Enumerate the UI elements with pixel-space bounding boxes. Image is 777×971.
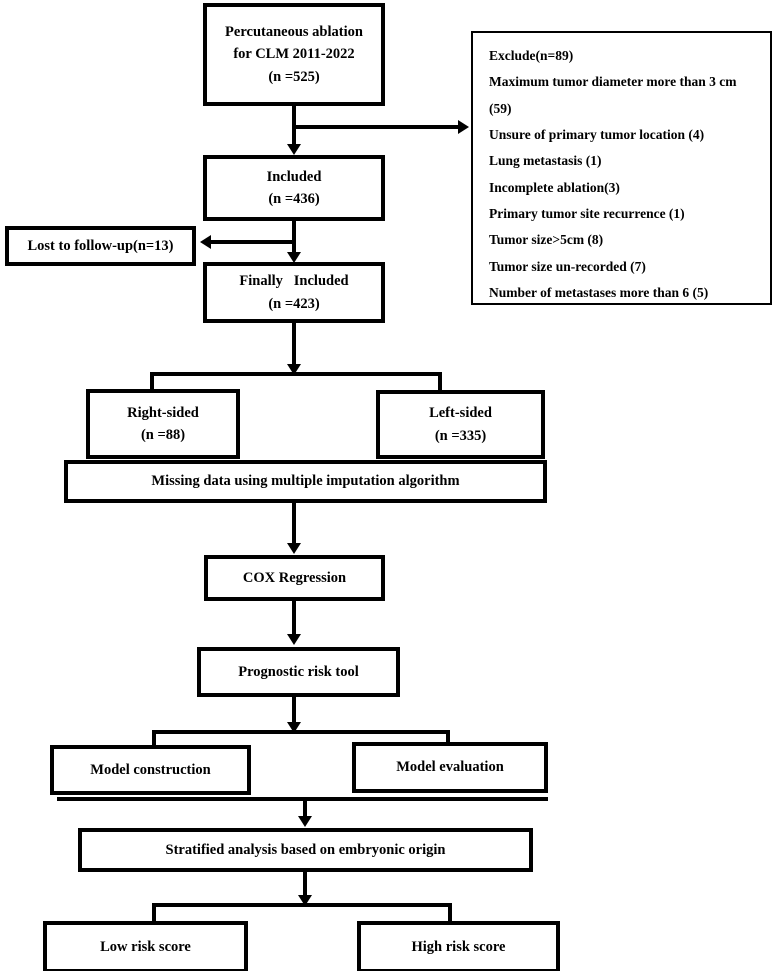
- node-source-cohort-line3: (n =525): [268, 68, 320, 85]
- node-included: Included (n =436): [203, 155, 385, 221]
- arrowhead-source-to-exclusion: [458, 120, 469, 134]
- node-source-cohort-line1: Percutaneous ablation: [225, 23, 363, 40]
- exclusion-line-10: Number of metastases more than 6 (5): [489, 284, 709, 300]
- connector-source-to-exclusion: [292, 125, 460, 129]
- node-cox-regression: COX Regression: [204, 555, 385, 601]
- connector-included-to-finally: [292, 221, 296, 257]
- exclusion-line-5: Lung metastasis (1): [489, 153, 602, 169]
- connector-stratified-to-risk-split: [303, 872, 307, 904]
- arrowhead-included-to-lost: [200, 235, 211, 249]
- node-model-evaluation-label: Model evaluation: [396, 759, 504, 776]
- node-finally-included-line1: Finally Included: [239, 273, 349, 290]
- exclusion-line-3: (59): [489, 100, 512, 116]
- node-finally-included-line2: (n =423): [268, 295, 320, 312]
- arrowhead-included-to-finally: [287, 252, 301, 263]
- connector-finally-to-split: [292, 323, 296, 371]
- node-left-sided-line1: Left-sided: [429, 405, 492, 422]
- arrowhead-finally-to-split: [287, 364, 301, 375]
- connector-missing-to-cox: [292, 503, 296, 545]
- arrowhead-prognostic-to-model-split: [287, 722, 301, 733]
- split-drop-model-construction: [152, 730, 156, 752]
- split-drop-model-evaluation: [446, 730, 450, 752]
- node-stratified-analysis: Stratified analysis based on embryonic o…: [78, 828, 533, 872]
- node-right-sided-line2: (n =88): [140, 427, 186, 443]
- arrowhead-model-to-stratified: [298, 816, 312, 827]
- node-lost-to-followup: Lost to follow-up(n=13): [5, 226, 196, 266]
- node-source-cohort: Percutaneous ablation for CLM 2011-2022 …: [203, 3, 385, 106]
- panel-exclusion-criteria: Exclude(n=89) Maximum tumor diameter mor…: [471, 31, 772, 305]
- node-high-risk-score-label: High risk score: [411, 938, 506, 955]
- connector-included-to-lost: [211, 240, 294, 244]
- merge-bar-model: [57, 797, 548, 801]
- node-source-cohort-line2: for CLM 2011-2022: [233, 46, 355, 63]
- node-low-risk-score-label: Low risk score: [100, 938, 191, 955]
- split-drop-right-sided: [150, 372, 154, 392]
- node-model-construction: Model construction: [50, 745, 251, 795]
- arrowhead-stratified-to-risk-split: [298, 895, 312, 906]
- node-finally-included: Finally Included (n =423): [203, 262, 385, 323]
- split-drop-low-risk: [152, 903, 156, 923]
- node-cox-regression-label: COX Regression: [242, 569, 347, 586]
- node-right-sided: Right-sided (n =88): [86, 389, 240, 459]
- split-drop-left-sided: [438, 372, 442, 392]
- exclusion-line-2: Maximum tumor diameter more than 3 cm: [489, 74, 737, 90]
- connector-model-to-stratified: [303, 800, 307, 820]
- arrowhead-source-to-included: [287, 144, 301, 155]
- node-model-evaluation: Model evaluation: [352, 742, 548, 793]
- exclusion-line-6: Incomplete ablation(3): [489, 179, 620, 195]
- connector-cox-to-prognostic: [292, 601, 296, 637]
- node-right-sided-line1: Right-sided: [127, 404, 199, 421]
- node-left-sided: Left-sided (n =335): [376, 390, 545, 459]
- node-model-construction-label: Model construction: [90, 761, 211, 778]
- split-drop-high-risk: [448, 903, 452, 923]
- arrowhead-missing-to-cox: [287, 543, 301, 554]
- node-missing-data: Missing data using multiple imputation a…: [64, 460, 547, 503]
- node-included-line1: Included: [266, 168, 322, 185]
- exclusion-line-4: Unsure of primary tumor location (4): [489, 126, 705, 142]
- exclusion-line-1: Exclude(n=89): [489, 48, 574, 63]
- node-missing-data-label: Missing data using multiple imputation a…: [151, 473, 460, 490]
- exclusion-line-8: Tumor size>5cm (8): [489, 232, 604, 248]
- exclusion-line-7: Primary tumor site recurrence (1): [489, 205, 685, 221]
- node-included-line2: (n =436): [268, 191, 320, 207]
- node-left-sided-line2: (n =335): [434, 427, 487, 444]
- node-prognostic-risk-tool-label: Prognostic risk tool: [238, 663, 359, 680]
- connector-prognostic-to-model-split: [292, 697, 296, 731]
- split-bar-model: [152, 730, 450, 734]
- node-lost-to-followup-label: Lost to follow-up(n=13): [27, 237, 174, 254]
- node-low-risk-score: Low risk score: [43, 921, 248, 971]
- node-prognostic-risk-tool: Prognostic risk tool: [197, 647, 400, 697]
- node-stratified-analysis-label: Stratified analysis based on embryonic o…: [165, 841, 446, 858]
- arrowhead-cox-to-prognostic: [287, 634, 301, 645]
- exclusion-line-9: Tumor size un-recorded (7): [489, 258, 646, 274]
- node-high-risk-score: High risk score: [357, 921, 560, 971]
